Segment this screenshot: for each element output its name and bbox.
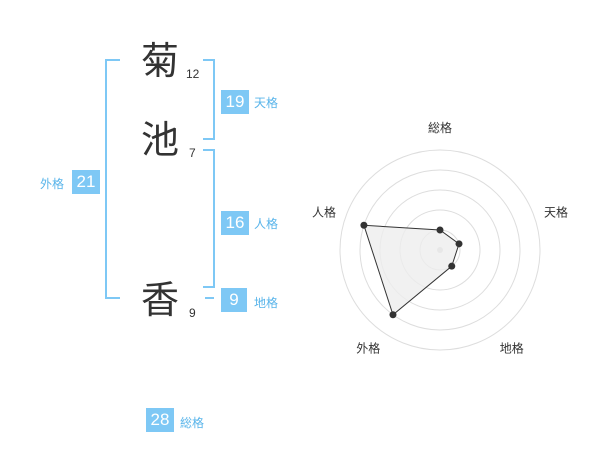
radar-axis-label-1: 天格 [544,204,568,219]
soukaku-label: 総格 [180,416,205,430]
given-char-1-strokes: 9 [189,306,196,320]
gaikaku-badge: 21 [72,170,100,194]
radar-axis-label-4: 人格 [312,204,336,219]
radar-point-0 [436,226,444,234]
tenkaku-label: 天格 [254,96,279,110]
radar-point-1 [455,240,463,248]
radar-axis-label-0: 総格 [428,120,452,135]
radar-point-3 [389,311,397,319]
tenkaku-bracket [203,59,215,140]
jinkaku-label: 人格 [254,217,279,231]
surname-char-1: 菊 [141,39,180,83]
gaikaku-bracket [105,59,120,299]
radar-point-4 [360,221,368,229]
radar-polygon [363,224,460,316]
chikaku-label: 地格 [254,296,279,310]
soukaku-badge: 28 [146,408,174,432]
given-char-1: 香 [141,278,180,322]
radar-axis-label-2: 地格 [500,341,524,356]
jinkaku-badge: 16 [221,211,249,235]
radar-point-2 [448,262,456,270]
radar-grid-ring [339,149,541,351]
radar-axis-label-3: 外格 [356,341,380,356]
tenkaku-badge: 19 [221,90,249,114]
surname-char-1-strokes: 12 [186,67,200,81]
gaikaku-label: 外格 [40,177,65,191]
radar-grid-ring [359,169,521,331]
surname-char-2-strokes: 7 [189,146,196,160]
surname-char-2: 池 [141,118,180,162]
chikaku-badge: 9 [221,288,247,312]
jinkaku-bracket [203,149,215,288]
